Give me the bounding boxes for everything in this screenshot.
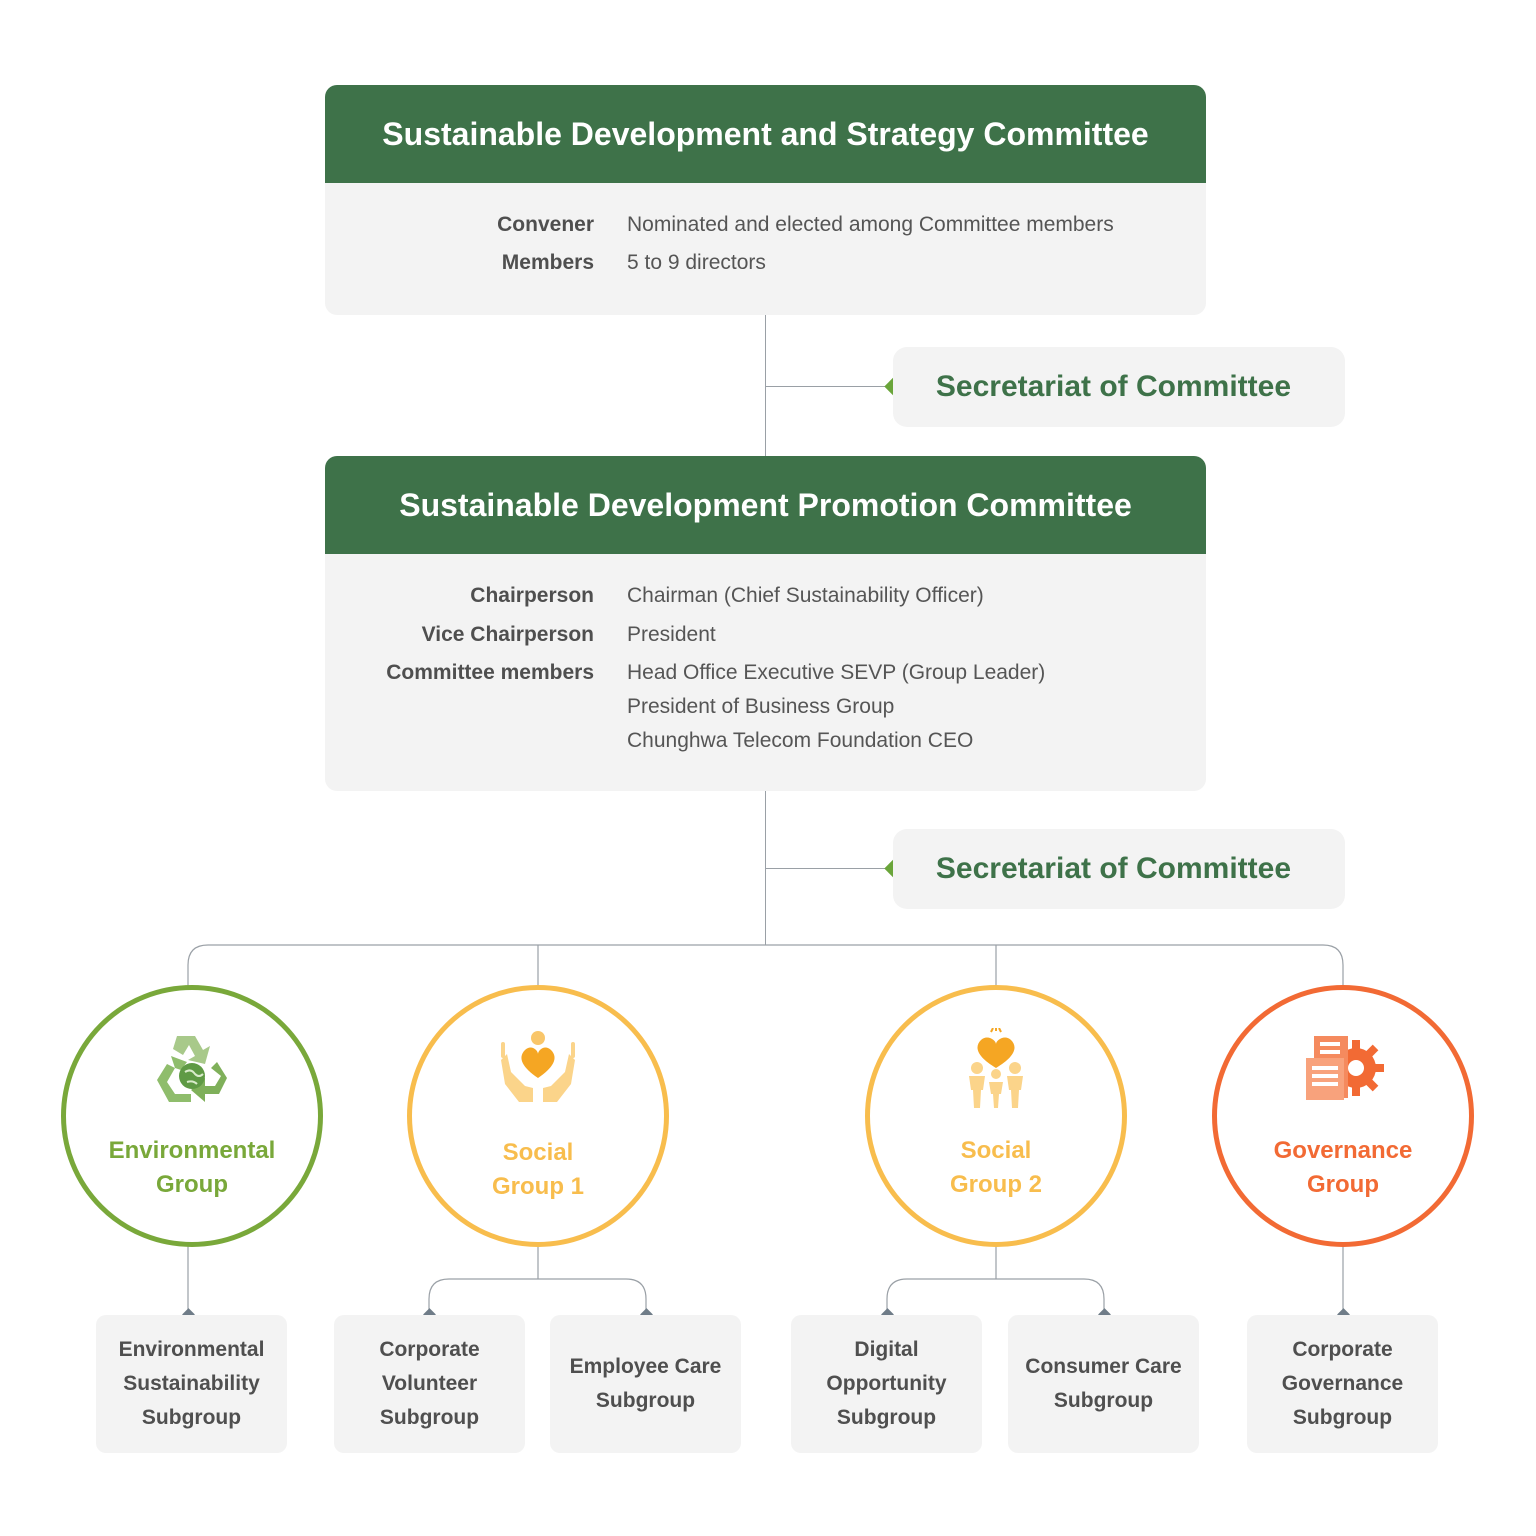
group-label-line1: Social [960, 1137, 1032, 1164]
subgroup-box: Corporate Governance Subgroup [1247, 1315, 1438, 1453]
secretariat-label: Secretariat of Committee [935, 370, 1291, 403]
committee-members-value: Chunghwa Telecom Foundation CEO [627, 729, 974, 752]
group-label-line1: Governance [1273, 1137, 1413, 1164]
subgroup-box: Digital Opportunity Subgroup [791, 1315, 982, 1453]
strategy-committee-title: Sustainable Development and Strategy Com… [325, 85, 1206, 183]
subgroup-box: Environmental Sustainability Subgroup [96, 1315, 287, 1453]
group-label-line2: Group [156, 1171, 228, 1198]
subgroup-box: Employee Care Subgroup [550, 1315, 741, 1453]
governance-group-circle: Governance Group [1212, 985, 1474, 1247]
committee-members-value: President of Business Group [627, 695, 895, 718]
committee-members-label: Committee members [386, 661, 594, 684]
social-group-1-circle: Social Group 1 [407, 985, 669, 1247]
social-group-2-circle: Social Group 2 [865, 985, 1127, 1247]
subgroup-box: Consumer Care Subgroup [1008, 1315, 1199, 1453]
promotion-committee-title: Sustainable Development Promotion Commit… [325, 456, 1206, 554]
convener-value: Nominated and elected among Committee me… [627, 213, 1114, 236]
connector-line [765, 868, 893, 869]
vice-chairperson-value: President [627, 623, 716, 646]
convener-label: Convener [497, 213, 594, 236]
group-label-line1: Environmental [108, 1137, 276, 1164]
subgroup-label: Corporate Volunteer Subgroup [379, 1338, 480, 1429]
members-value: 5 to 9 directors [627, 251, 766, 274]
secretariat-box: Secretariat of Committee [893, 829, 1345, 909]
group-label-line2: Group 2 [949, 1171, 1042, 1198]
subgroup-label: Consumer Care Subgroup [1025, 1355, 1182, 1412]
recycle-icon [157, 1036, 227, 1102]
subgroup-label: Environmental Sustainability Subgroup [118, 1338, 265, 1429]
promotion-committee-box: Sustainable Development Promotion Commit… [325, 456, 1206, 791]
secretariat-label: Secretariat of Committee [935, 852, 1291, 885]
connector-line [765, 315, 766, 456]
environmental-group-circle: Environmental Group [61, 985, 323, 1247]
vice-chairperson-label: Vice Chairperson [421, 623, 594, 646]
document-gear-icon [1306, 1036, 1384, 1100]
subgroup-label: Digital Opportunity Subgroup [826, 1338, 947, 1429]
chairperson-label: Chairperson [470, 584, 594, 607]
subgroup-box: Corporate Volunteer Subgroup [334, 1315, 525, 1453]
hands-heart-icon [501, 1031, 575, 1102]
members-label: Members [501, 251, 594, 274]
group-label-line2: Group 1 [491, 1173, 584, 1200]
subgroup-label: Corporate Governance Subgroup [1281, 1338, 1404, 1429]
group-label-line1: Social [502, 1139, 574, 1166]
connector-line [765, 386, 893, 387]
subgroup-label: Employee Care Subgroup [569, 1355, 722, 1412]
family-heart-icon [969, 1028, 1023, 1108]
group-label-line2: Group [1307, 1171, 1379, 1198]
strategy-committee-box: Sustainable Development and Strategy Com… [325, 85, 1206, 315]
secretariat-box: Secretariat of Committee [893, 347, 1345, 427]
chairperson-value: Chairman (Chief Sustainability Officer) [627, 584, 984, 607]
committee-members-value: Head Office Executive SEVP (Group Leader… [627, 661, 1046, 684]
